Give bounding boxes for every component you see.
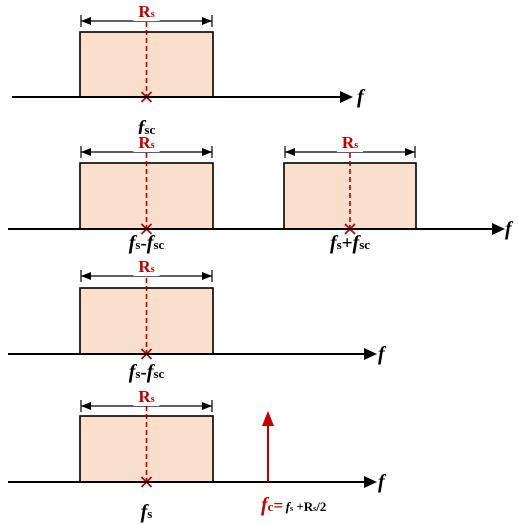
frequency-label: fs <box>141 501 153 523</box>
band-3-1: Rs fs-fsc <box>79 257 214 383</box>
frequency-label: fsc <box>138 117 156 139</box>
bandwidth-label: Rs <box>138 257 154 276</box>
axis-arrowhead <box>492 223 505 235</box>
spectrum-row-3: Rs fs-fsc f <box>8 257 387 383</box>
bandwidth-dimension: Rs <box>284 133 416 158</box>
axis-label-f: f <box>378 471 387 493</box>
band-4-1: Rs fs <box>79 387 214 523</box>
spectrum-row-1: Rs fsc f <box>12 2 366 139</box>
axis-label-f: f <box>378 343 387 365</box>
axis-arrowhead <box>340 91 353 103</box>
bandwidth-label: Rs <box>342 133 358 152</box>
bandwidth-label: Rs <box>138 2 154 21</box>
axis-arrowhead <box>364 476 377 488</box>
band-2-1: Rs fs-fsc <box>79 133 214 254</box>
frequency-label: fs+fsc <box>330 232 370 254</box>
frequency-label: fs-fsc <box>129 232 165 254</box>
bandwidth-dimension: Rs <box>80 257 213 282</box>
spectrum-row-2: Rs fs-fsc Rs fs+fsc f <box>8 133 514 254</box>
bandwidth-dimension: Rs <box>80 133 213 158</box>
axis-label-f: f <box>505 218 514 240</box>
bandwidth-label: Rs <box>138 387 154 406</box>
bandwidth-dimension: Rs <box>80 387 213 412</box>
frequency-label: fs-fsc <box>129 361 165 383</box>
axis-arrowhead <box>364 348 377 360</box>
band-2-2: Rs fs+fsc <box>283 133 417 254</box>
band-1-1: Rs fsc <box>79 2 214 139</box>
carrier-frequency-label: fc= fs +Rs/2 <box>261 494 326 516</box>
spectrum-row-4: Rs fs f <box>8 387 387 523</box>
carrier-arrowhead <box>262 411 274 426</box>
axis-label-f: f <box>357 86 366 108</box>
bandwidth-dimension: Rs <box>80 2 213 27</box>
carrier-frequency: fc= fs +Rs/2 <box>261 411 326 516</box>
bandwidth-label: Rs <box>138 133 154 152</box>
